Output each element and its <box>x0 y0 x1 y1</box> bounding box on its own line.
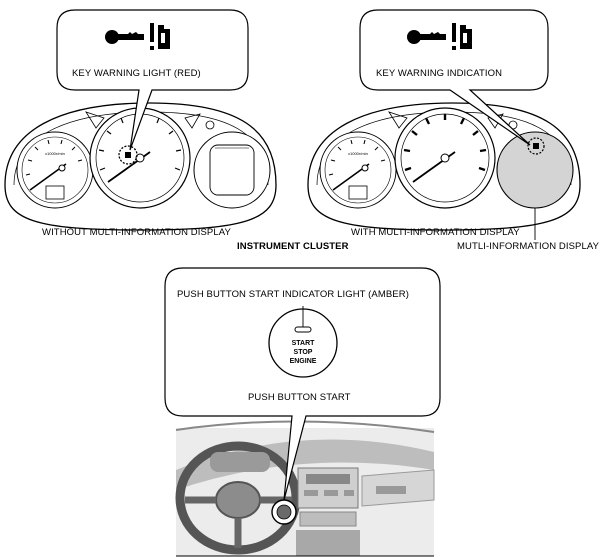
label-with-mid: WITH MULTI-INFORMATION DISPLAY <box>351 227 520 238</box>
label-without-mid: WITHOUT MULTI-INFORMATION DISPLAY <box>42 227 231 238</box>
label-mutli-information-display: MUTLI-INFORMATION DISPLAY <box>457 241 599 252</box>
label-push-button-start: PUSH BUTTON START <box>248 392 351 403</box>
indicator-light <box>295 327 311 332</box>
button-text-stop: STOP <box>294 349 313 356</box>
label-push-button-indicator: PUSH BUTTON START INDICATOR LIGHT (AMBER… <box>177 289 409 300</box>
dashboard-illustration <box>176 421 434 556</box>
tach-unit-text: x1000r/min <box>45 151 65 156</box>
cluster-with-mid: x1000r/min <box>308 103 580 240</box>
button-text-start: START <box>292 340 316 347</box>
label-instrument-cluster: INSTRUMENT CLUSTER <box>237 241 349 252</box>
label-key-warning-indication: KEY WARNING INDICATION <box>376 68 502 79</box>
label-key-warning-light: KEY WARNING LIGHT (RED) <box>72 68 201 79</box>
tach-unit-text-2: x1000r/min <box>348 151 368 156</box>
button-text-engine: ENGINE <box>290 358 317 365</box>
